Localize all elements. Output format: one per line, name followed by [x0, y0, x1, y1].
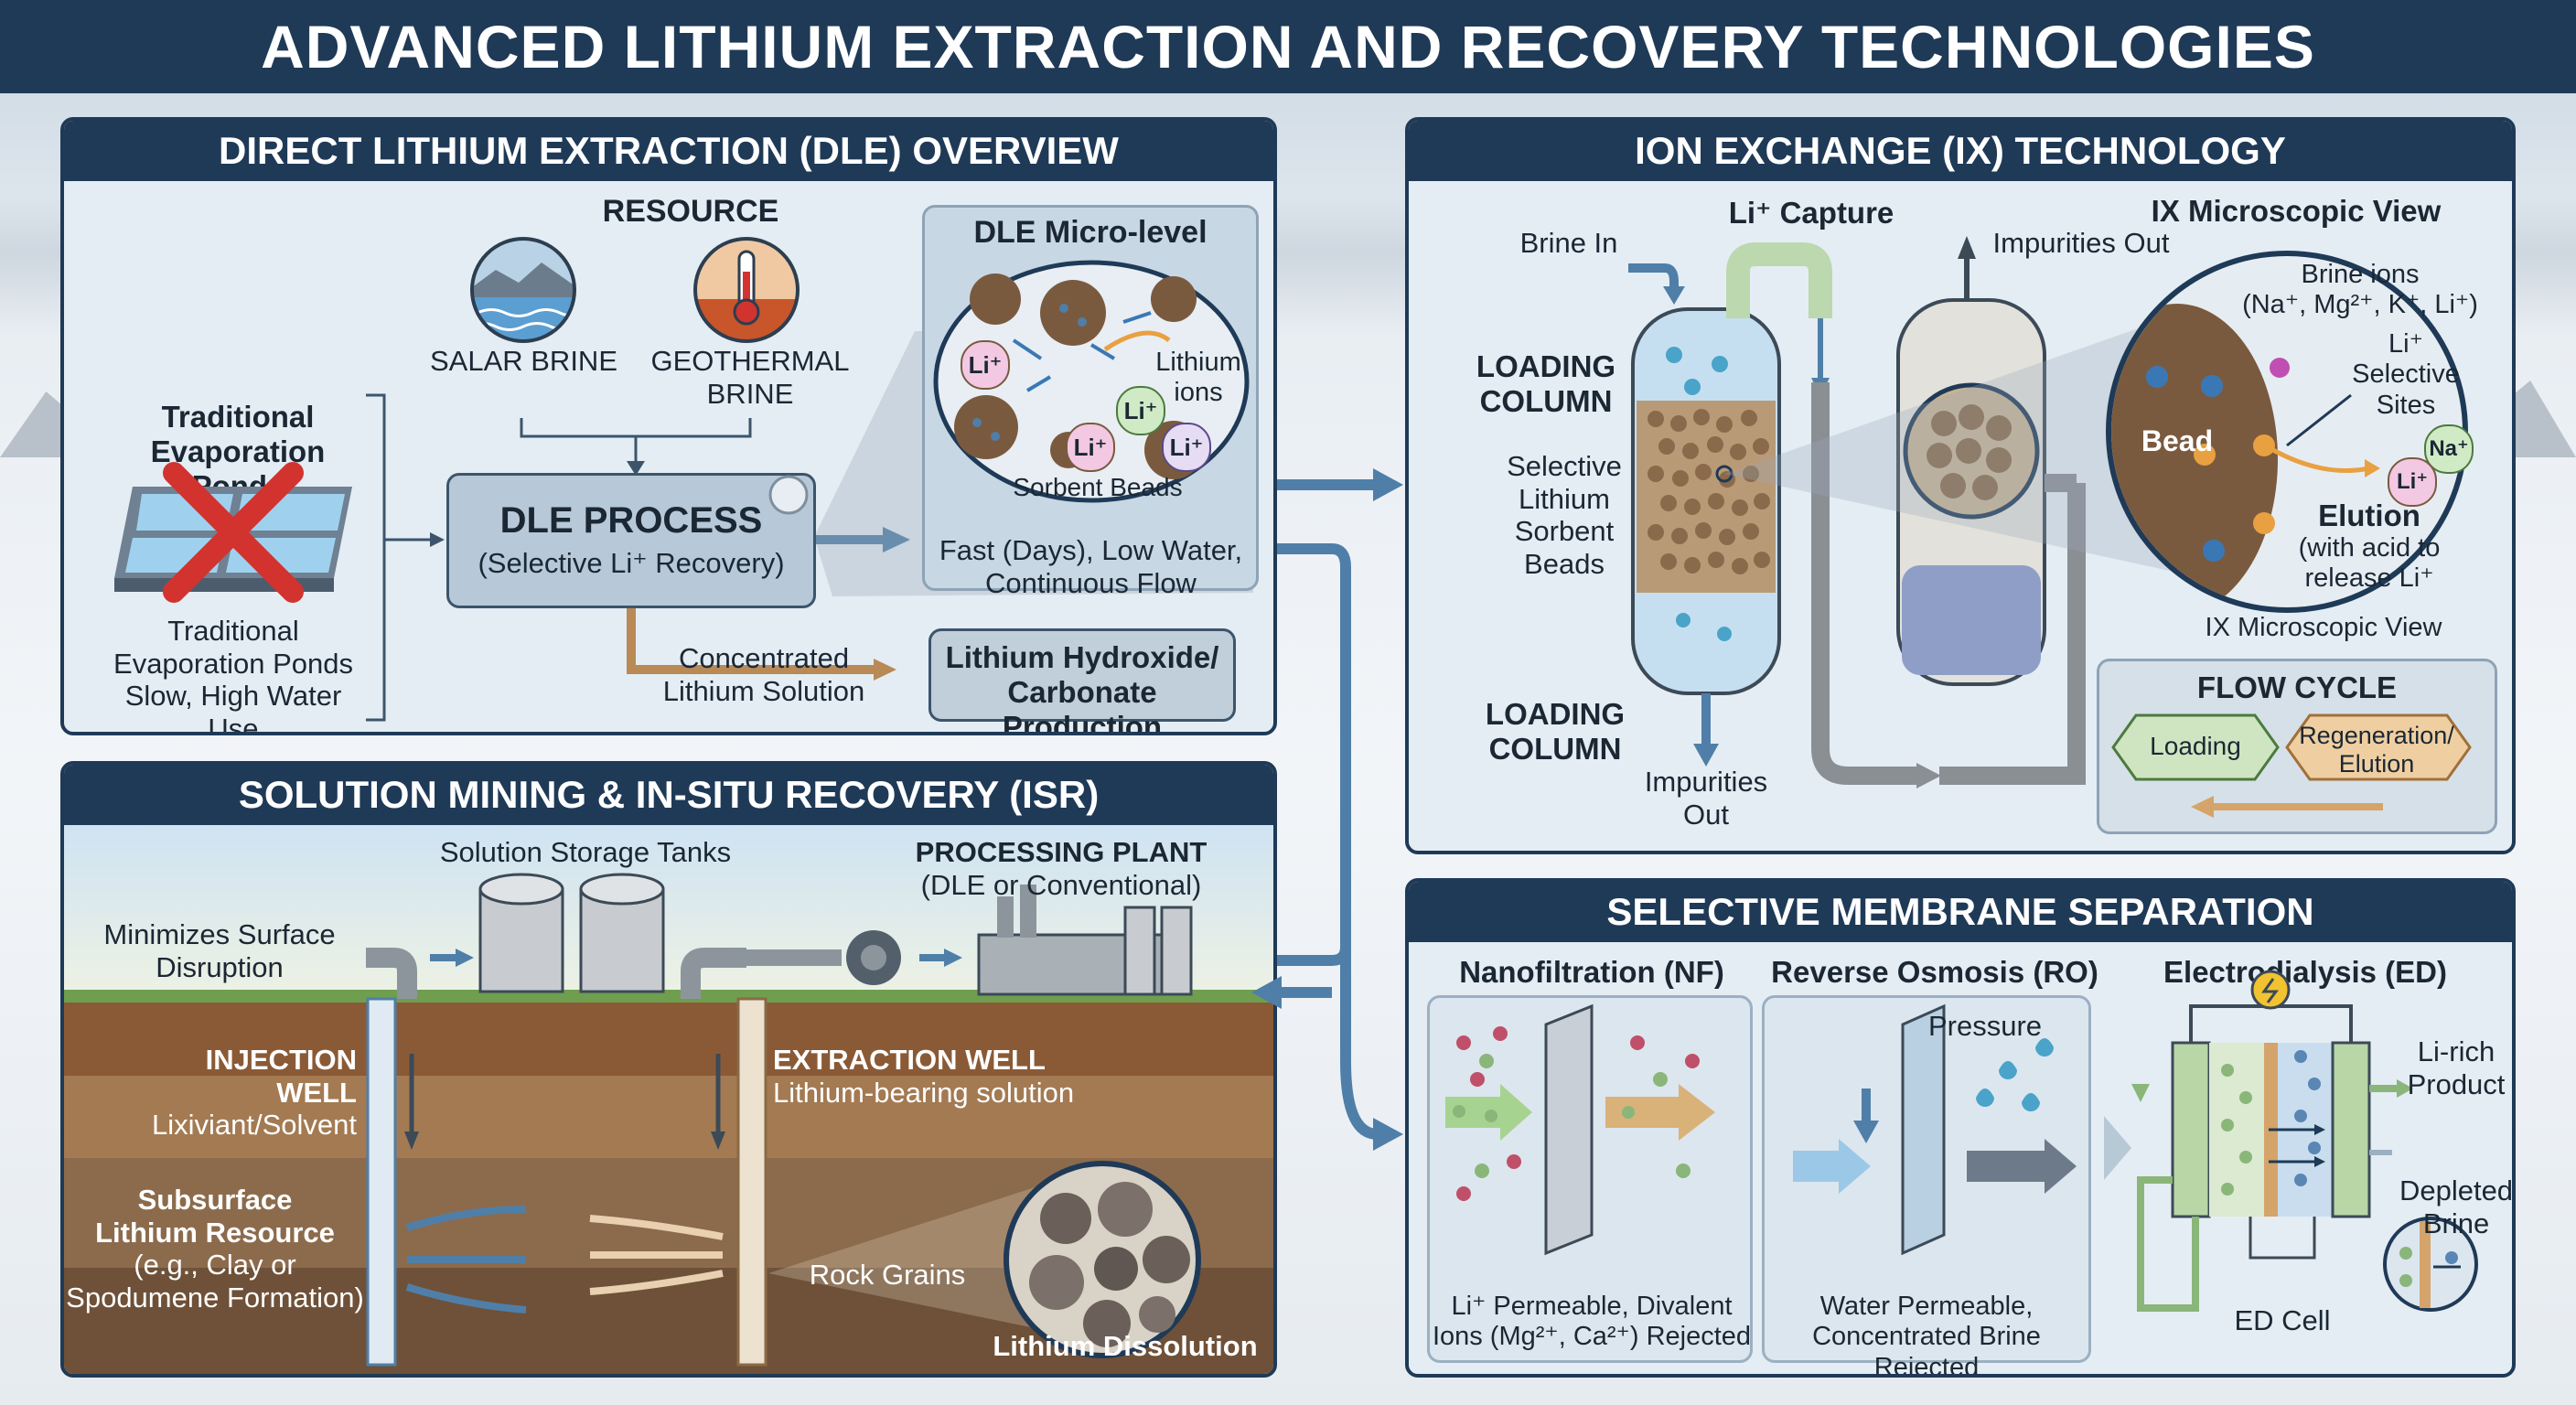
depleted-label: Depleted Brine [2399, 1174, 2514, 1239]
nf-caption: Li⁺ Permeable, Divalent Ions (Mg²⁺, Ca²⁺… [1432, 1292, 1752, 1352]
dle-heading: DIRECT LITHIUM EXTRACTION (DLE) OVERVIEW [64, 121, 1273, 181]
regeneration-stage: Regeneration/ Elution [2299, 722, 2454, 778]
micro-view-caption: IX Microscopic View [2205, 613, 2442, 642]
lithium-ions-label: Lithium ions [1155, 348, 1241, 408]
isr-heading: SOLUTION MINING & IN-SITU RECOVERY (ISR) [64, 765, 1273, 825]
impurities-out-top-label: Impurities Out [1992, 227, 2170, 259]
selective-beads-label: Selective Lithium Sorbent Beads [1507, 450, 1622, 580]
loading-column-bottom-label: LOADING COLUMN [1485, 697, 1626, 766]
li-ion-1: Li⁺ [961, 340, 1010, 390]
loading-stage: Loading [2150, 732, 2241, 760]
nf-title: Nanofiltration (NF) [1459, 955, 1724, 989]
bead-label: Bead [2141, 424, 2214, 457]
brine-in-label: Brine In [1519, 227, 1618, 259]
page-title: ADVANCED LITHIUM EXTRACTION AND RECOVERY… [261, 13, 2315, 80]
salar-brine-label: SALAR BRINE [429, 345, 617, 377]
rock-grains-label: Rock Grains [809, 1259, 966, 1291]
salar-brine-icon [470, 237, 576, 343]
ro-title: Reverse Osmosis (RO) [1771, 955, 2098, 989]
li-ion-4: Li⁺ [1162, 423, 1211, 472]
li-ion-ix: Li⁺ [2388, 457, 2437, 507]
geothermal-label: GEOTHERMAL BRINE [650, 345, 850, 410]
process-subtitle: (Selective Li⁺ Recovery) [478, 547, 785, 579]
concentrated-label: Concentrated Lithium Solution [662, 642, 865, 707]
dle-panel: DIRECT LITHIUM EXTRACTION (DLE) OVERVIEW… [60, 117, 1277, 735]
thermometer-icon [693, 237, 800, 343]
ix-columns [1628, 236, 2186, 788]
extraction-label: EXTRACTION WELL Lithium-bearing solution [773, 1044, 1075, 1109]
plant-label: PROCESSING PLANT (DLE or Conventional) [915, 836, 1208, 901]
li-ion-2: Li⁺ [1116, 386, 1165, 435]
dle-process-box: DLE PROCESS (Selective Li⁺ Recovery) [446, 473, 816, 608]
flow-cycle-diagram [2111, 713, 2472, 818]
loading-column-label: LOADING COLUMN [1476, 349, 1616, 418]
hydroxide-box: Lithium Hydroxide/ Carbonate Production [928, 628, 1236, 732]
sorbent-beads-label: Sorbent Beads [1013, 473, 1183, 501]
title-bar: ADVANCED LITHIUM EXTRACTION AND RECOVERY… [0, 0, 2576, 93]
ix-heading: ION EXCHANGE (IX) TECHNOLOGY [1409, 121, 2512, 181]
micro-title: DLE Micro-level [973, 215, 1208, 250]
cross-icon [163, 462, 304, 603]
injection-label: INJECTION WELL Lixiviant/Solvent [151, 1044, 357, 1142]
fast-label: Fast (Days), Low Water, Continuous Flow [939, 534, 1243, 599]
membrane-panel: SELECTIVE MEMBRANE SEPARATION Nanofiltra… [1405, 878, 2516, 1378]
brine-ions-label: Brine ions (Na⁺, Mg²⁺, K⁺, Li⁺) [2242, 260, 2478, 320]
membrane-heading: SELECTIVE MEMBRANE SEPARATION [1409, 882, 2512, 942]
zoom-spot-icon [768, 475, 809, 515]
micro-view-title: IX Microscopic View [2151, 194, 2442, 228]
ix-micro-view [2106, 251, 2468, 613]
ro-caption: Water Permeable, Concentrated Brine Reje… [1812, 1292, 2041, 1378]
ed-cell-label: ED Cell [2234, 1304, 2331, 1336]
li-rich-label: Li-rich Product [2407, 1035, 2506, 1100]
subsurface-label: Subsurface Lithium Resource (e.g., Clay … [66, 1184, 364, 1314]
li-capture-label: Li⁺ Capture [1728, 196, 1894, 230]
pressure-label: Pressure [1927, 1010, 2043, 1042]
flow-cycle-title: FLOW CYCLE [2196, 670, 2398, 704]
ix-panel: ION EXCHANGE (IX) TECHNOLOGY Li⁺ Capture… [1405, 117, 2516, 854]
isr-panel: SOLUTION MINING & IN-SITU RECOVERY (ISR) [60, 761, 1277, 1378]
panel-connectors [1251, 468, 1403, 1151]
tanks-label: Solution Storage Tanks [439, 836, 732, 868]
ponds-description: Traditional Evaporation Ponds Slow, High… [113, 615, 353, 735]
ed-title: Electrodialysis (ED) [2163, 955, 2447, 989]
impurities-out-bottom-label: Impurities Out [1644, 766, 1768, 831]
membrane-diagrams [1445, 970, 2478, 1312]
na-ion: Na⁺ [2424, 424, 2474, 474]
hydroxide-label: Lithium Hydroxide/ Carbonate Production [945, 640, 1219, 735]
minimizes-label: Minimizes Surface Disruption [103, 918, 336, 983]
elution-label: Elution (with acid to release Li⁺ [2298, 499, 2441, 594]
dissolution-label: Lithium Dissolution [993, 1330, 1258, 1362]
resource-label: RESOURCE [602, 194, 779, 229]
li-sites-label: Li⁺ Selective Sites [2352, 329, 2460, 420]
li-ion-3: Li⁺ [1066, 423, 1115, 472]
isr-scene [64, 825, 1273, 1374]
process-title: DLE PROCESS [499, 500, 763, 541]
